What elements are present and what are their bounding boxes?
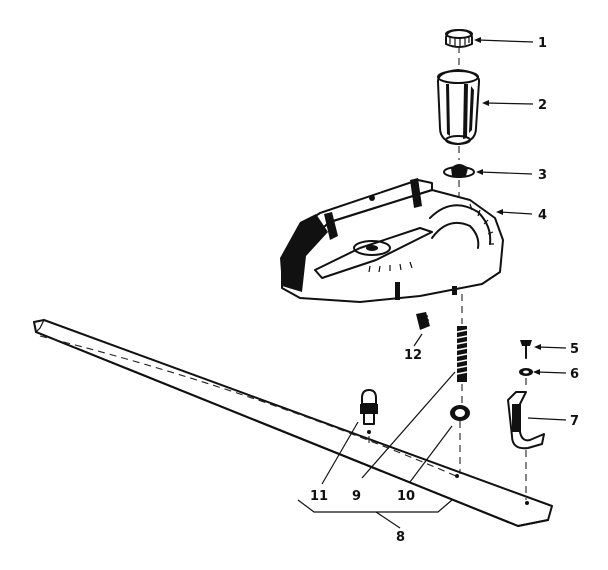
part-clamp-bracket [507,391,545,450]
part-miter-bar [33,319,553,527]
label-part-3: 3 [538,168,547,183]
part-washer [443,164,475,178]
part-stop-rod [360,389,378,434]
label-part-5: 5 [570,342,579,357]
leader-lines [297,37,567,529]
label-part-1: 1 [538,36,547,51]
label-part-11: 11 [310,489,328,504]
part-screw [520,340,532,359]
label-part-9: 9 [352,489,361,504]
part-miter-gauge-body [280,178,504,303]
label-part-8: 8 [396,530,405,545]
part-cap [445,29,473,48]
part-set-screw [416,312,430,330]
assembly-lines [39,46,527,500]
label-part-7: 7 [570,414,579,429]
label-part-4: 4 [538,208,547,223]
label-part-6: 6 [570,367,579,382]
label-part-12: 12 [404,348,422,363]
part-nut [450,405,470,421]
part-threaded-stud [456,326,468,382]
label-part-2: 2 [538,98,547,113]
part-handle [436,69,481,145]
part-lock-washer [519,368,533,376]
label-part-10: 10 [397,489,415,504]
